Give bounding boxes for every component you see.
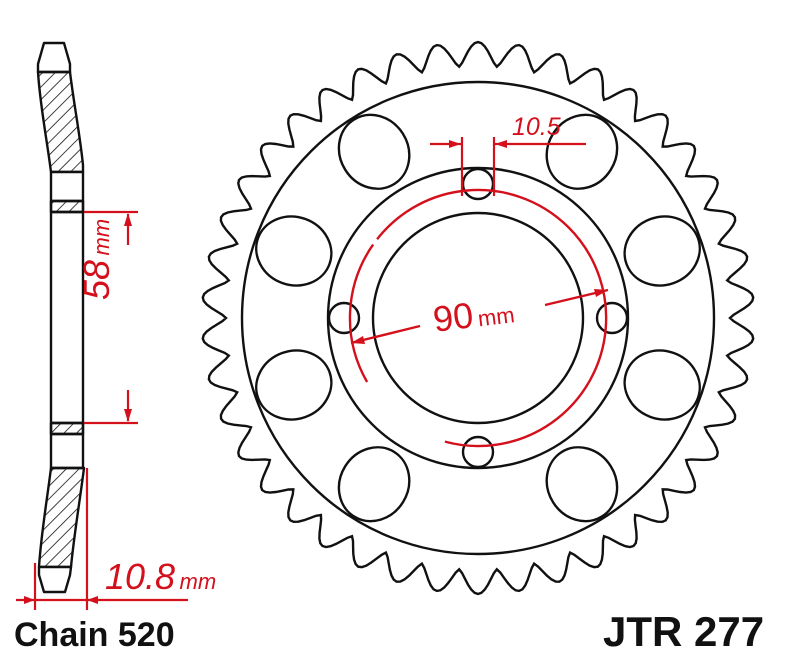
hub-thickness-unit: mm — [89, 218, 114, 256]
dimension-plate-thickness — [16, 468, 188, 610]
bolt-hole-top — [461, 167, 495, 201]
plate-thickness-value: 10.8 — [105, 556, 176, 597]
lightening-cutouts — [255, 113, 701, 523]
sprocket-front-view — [201, 40, 755, 596]
cutout — [545, 446, 619, 523]
cutout — [337, 446, 411, 523]
cutout — [255, 349, 333, 421]
label-plate-thickness: 10.8 mm — [105, 556, 216, 598]
cutout — [623, 215, 701, 287]
side-profile — [36, 41, 86, 594]
dimension-pcd — [348, 188, 609, 448]
cutout — [337, 113, 411, 190]
hub-thickness-value: 58 — [76, 259, 117, 300]
plate-thickness-unit: mm — [179, 569, 217, 594]
cutout — [255, 215, 333, 287]
chain-label: Chain 520 — [14, 616, 175, 654]
dimension-bolt-hole — [430, 137, 586, 196]
pcd-unit: mm — [476, 302, 516, 332]
label-hub-thickness: 58 mm — [76, 219, 118, 300]
bolt-hole-right — [595, 301, 629, 335]
center-bore — [371, 211, 585, 425]
cutout — [545, 113, 619, 190]
cutout — [623, 349, 701, 421]
part-number: JTR 277 — [603, 608, 765, 655]
pcd-value: 90 — [430, 294, 476, 340]
dimension-hub-thickness — [84, 210, 138, 425]
bolt-hole-value: 10.5 — [512, 113, 561, 141]
bolt-hole-left — [327, 301, 361, 335]
outer-ring — [240, 80, 716, 556]
bolt-hole-bottom — [461, 435, 495, 469]
sprocket-teeth — [201, 40, 755, 596]
label-bolt-hole: 10.5 — [512, 113, 561, 142]
